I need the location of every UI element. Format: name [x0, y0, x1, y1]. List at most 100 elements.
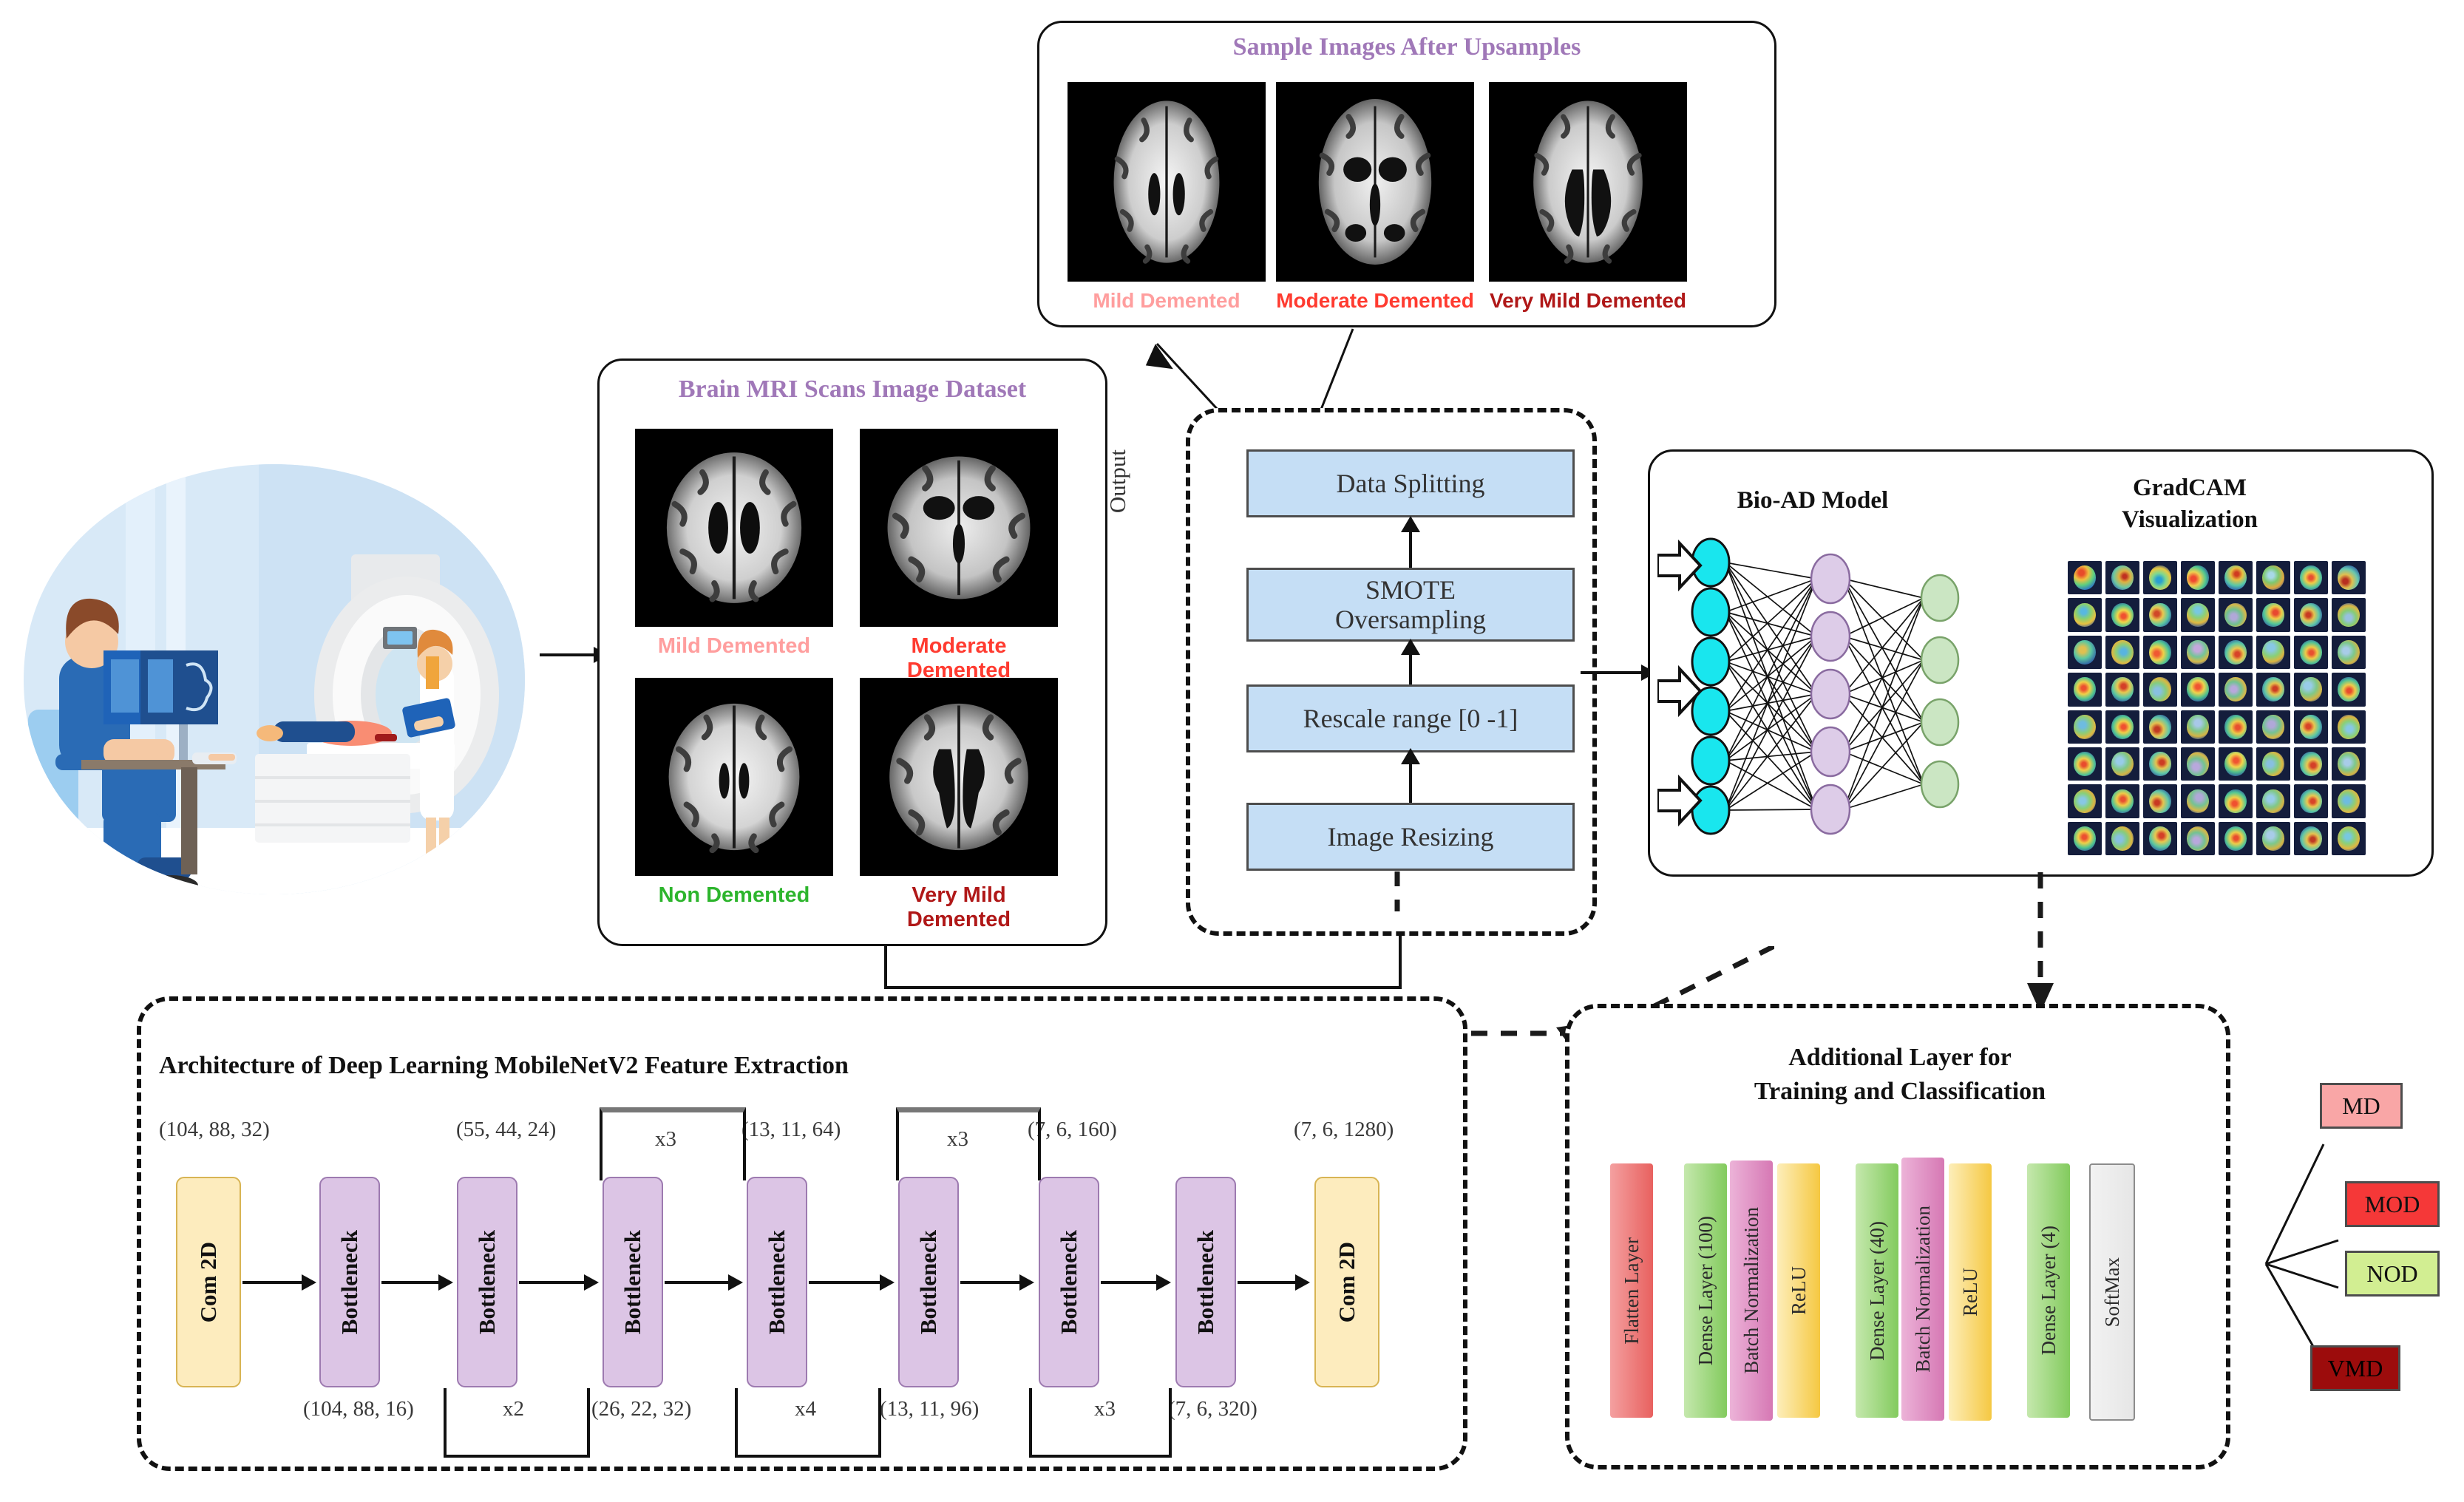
arch-block-1-label: Bottleneck — [336, 1229, 362, 1335]
output-class-2[interactable]: NOD — [2345, 1251, 2440, 1297]
connector-dataset-down — [884, 945, 887, 989]
gradcam-cell — [2294, 561, 2328, 595]
classifier-bar-8[interactable]: SoftMax — [2089, 1163, 2135, 1421]
output-class-1[interactable]: MOD — [2345, 1181, 2440, 1227]
preprocessing-step-3[interactable]: Image Resizing — [1246, 803, 1575, 871]
gradcam-cell — [2294, 747, 2328, 781]
arch-block-7-label: Bottleneck — [1192, 1229, 1218, 1335]
gradcam-cell — [2332, 635, 2366, 670]
dashed-model-to-classifier — [2027, 872, 2054, 1013]
gradcam-cell — [2181, 747, 2215, 781]
gradcam-title: GradCAM Visualization — [2049, 472, 2330, 536]
arch-bracket-bottom-1 — [444, 1388, 590, 1458]
gradcam-cell — [2256, 710, 2290, 744]
classifier-bar-3[interactable]: ReLU — [1777, 1163, 1820, 1418]
preprocessing-step-1-line2: Oversampling — [1335, 605, 1486, 634]
arch-arrow-7-line — [1238, 1281, 1297, 1284]
dataset-tile-3: Very Mild Demented — [860, 678, 1058, 932]
classifier-panel-title: Additional Layer for Training and Classi… — [1597, 1041, 2203, 1109]
gradcam-cell — [2219, 784, 2253, 818]
classifier-bar-2[interactable]: Batch Normalization — [1730, 1161, 1773, 1421]
gradcam-cell — [2143, 710, 2177, 744]
output-class-3[interactable]: VMD — [2310, 1345, 2400, 1391]
preprocessing-step-2[interactable]: Rescale range [0 -1] — [1246, 684, 1575, 752]
gradcam-cell — [2219, 561, 2253, 595]
arch-top-label-5: (7, 6, 160) — [1028, 1118, 1117, 1141]
classifier-bar-5[interactable]: Batch Normalization — [1901, 1158, 1944, 1421]
gradcam-cell — [2219, 598, 2253, 632]
arch-bottom-label-4: (13, 11, 96) — [880, 1397, 980, 1421]
arch-block-2-label: Bottleneck — [474, 1229, 500, 1335]
arrow-preproc-to-model — [1581, 671, 1647, 674]
preproc-arrow-2-head — [1401, 639, 1420, 655]
arch-arrow-2-line — [519, 1281, 586, 1284]
gradcam-cell — [2181, 821, 2215, 855]
arch-block-1[interactable]: Bottleneck — [319, 1177, 380, 1387]
arch-bracket-top-1 — [600, 1107, 746, 1180]
gradcam-cell — [2219, 747, 2253, 781]
dashed-connectors — [1394, 871, 1400, 911]
arch-block-7[interactable]: Bottleneck — [1175, 1177, 1236, 1387]
gradcam-cell — [2256, 598, 2290, 632]
architecture-panel-title: Architecture of Deep Learning MobileNetV… — [159, 1052, 849, 1079]
classifier-bar-7[interactable]: Dense Layer (4) — [2027, 1163, 2070, 1418]
classifier-bar-6[interactable]: ReLU — [1949, 1163, 1992, 1421]
classifier-bar-4[interactable]: Dense Layer (40) — [1856, 1163, 1898, 1418]
arch-bracket-bottom-3 — [1029, 1388, 1172, 1458]
dataset-caption-1: Moderate Demented — [906, 634, 1011, 682]
gradcam-cell — [2294, 635, 2328, 670]
gradcam-cell — [2294, 673, 2328, 707]
arch-top-label-4: x3 — [947, 1127, 968, 1151]
gradcam-cell — [2068, 598, 2102, 632]
gradcam-cell — [2068, 821, 2102, 855]
gradcam-cell — [2105, 635, 2139, 670]
gradcam-cell — [2105, 710, 2139, 744]
dataset-caption-3: Very Mild Demented — [906, 883, 1011, 931]
dataset-panel: Brain MRI Scans Image Dataset Mild Demen… — [597, 358, 1107, 946]
arch-arrow-4-line — [809, 1281, 881, 1284]
arch-block-0[interactable]: Com 2D — [176, 1177, 241, 1387]
classifier-bar-1-label: Dense Layer (100) — [1694, 1215, 1717, 1366]
upsample-panel: Sample Images After Upsamples Mild Demen… — [1037, 21, 1776, 327]
arch-arrow-6-head — [1156, 1274, 1171, 1291]
gradcam-cell — [2332, 821, 2366, 855]
gradcam-cell — [2294, 710, 2328, 744]
gradcam-cell — [2294, 821, 2328, 855]
arch-arrow-4-head — [880, 1274, 895, 1291]
gradcam-cell — [2143, 635, 2177, 670]
arch-block-2[interactable]: Bottleneck — [457, 1177, 517, 1387]
classifier-bar-0[interactable]: Flatten Layer — [1610, 1163, 1653, 1418]
preproc-arrow-2-line — [1409, 649, 1412, 686]
arch-block-6[interactable]: Bottleneck — [1039, 1177, 1099, 1387]
dataset-tile-2: Non Demented — [635, 678, 833, 908]
arch-block-5[interactable]: Bottleneck — [898, 1177, 959, 1387]
gradcam-cell — [2068, 747, 2102, 781]
gradcam-cell — [2219, 710, 2253, 744]
mri-room-illustration — [15, 458, 532, 902]
arch-bottom-label-6: (7, 6, 320) — [1168, 1397, 1258, 1421]
gradcam-cell — [2219, 673, 2253, 707]
classifier-bar-1[interactable]: Dense Layer (100) — [1684, 1163, 1727, 1418]
arch-block-4[interactable]: Bottleneck — [747, 1177, 807, 1387]
preprocessing-step-0[interactable]: Data Splitting — [1246, 449, 1575, 517]
arch-block-8[interactable]: Com 2D — [1314, 1177, 1379, 1387]
arch-block-3[interactable]: Bottleneck — [603, 1177, 663, 1387]
arch-top-label-3: (13, 11, 64) — [741, 1118, 841, 1141]
gradcam-cell — [2105, 784, 2139, 818]
arch-arrow-1-line — [381, 1281, 441, 1284]
preprocessing-step-1[interactable]: SMOTE Oversampling — [1246, 568, 1575, 642]
upsample-tile-1: Moderate Demented — [1276, 82, 1474, 313]
gradcam-cell — [2068, 710, 2102, 744]
gradcam-cell — [2294, 784, 2328, 818]
output-class-0[interactable]: MD — [2320, 1083, 2403, 1129]
arch-bracket-bottom-2 — [735, 1388, 881, 1458]
preproc-arrow-1-head — [1401, 516, 1420, 532]
upsample-panel-title: Sample Images After Upsamples — [1232, 33, 1581, 61]
classifier-bar-0-label: Flatten Layer — [1620, 1237, 1643, 1345]
arch-bottom-label-3: x4 — [795, 1397, 816, 1421]
gradcam-cell — [2181, 784, 2215, 818]
gradcam-cell — [2105, 561, 2139, 595]
gradcam-cell — [2143, 747, 2177, 781]
classifier-title-line2: Training and Classification — [1754, 1077, 2046, 1105]
arch-top-label-0: (104, 88, 32) — [159, 1118, 270, 1141]
